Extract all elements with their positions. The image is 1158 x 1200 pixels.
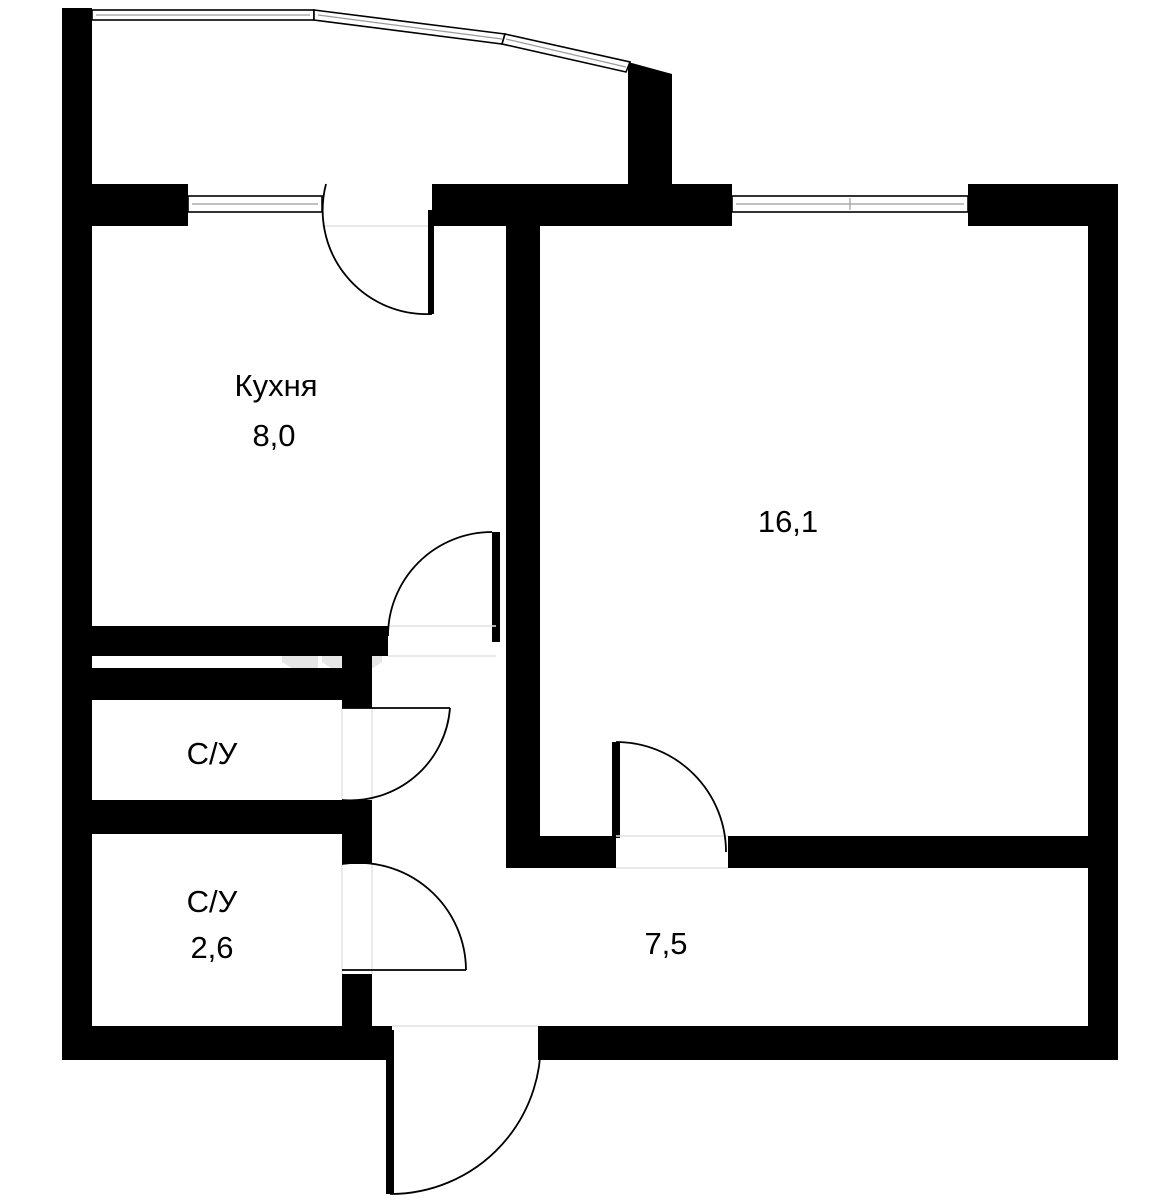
outer-right-wall (1088, 184, 1118, 1060)
balcony-left-wall (62, 8, 92, 184)
kitchen-living-partition (506, 210, 540, 658)
hallway-area-label: 7,5 (644, 926, 687, 961)
kitchen-window (187, 195, 323, 213)
bathroom-2-area-label: 2,6 (190, 930, 233, 965)
top-wall-middle (432, 184, 732, 226)
bottom-wall-right (538, 1026, 1118, 1060)
outer-left-wall (62, 184, 92, 1060)
bathroom-1-name-label: С/У (187, 736, 238, 771)
bathroom-2-name-label: С/У (187, 884, 238, 919)
windows (91, 9, 969, 213)
living-bottom-wall-left (506, 836, 616, 868)
bathroom-2-door (341, 861, 467, 974)
bath1-right-wall-top (342, 686, 372, 708)
entrance-door (386, 1025, 542, 1195)
niche-wall (62, 668, 372, 700)
bathroom-1-door (341, 707, 451, 802)
living-bottom-wall-right (728, 836, 1118, 868)
balcony-window (91, 9, 632, 73)
walls (62, 8, 1118, 1060)
bath1-bath2-right-wall (342, 800, 372, 864)
balcony-door (321, 183, 434, 315)
doors (321, 183, 728, 1195)
balcony-right-wall (628, 62, 672, 184)
kitchen-bottom-wall (62, 626, 388, 656)
kitchen-name-label: Кухня (235, 368, 318, 403)
living-room-door (615, 741, 728, 869)
kitchen-living-partition-stub (492, 532, 500, 642)
kitchen-door (387, 531, 496, 657)
living-room-window (731, 195, 969, 213)
bottom-wall-left (62, 1026, 392, 1060)
bath2-right-wall-bottom (342, 974, 372, 1060)
room-labels: Кухня 8,0 16,1 С/У С/У 2,6 7,5 (187, 368, 819, 965)
bathroom-divider-wall (62, 800, 372, 834)
living-door-jamb (612, 742, 620, 838)
living-room-area-label: 16,1 (758, 504, 818, 539)
kitchen-area-label: 8,0 (252, 418, 295, 453)
living-left-lower-wall (506, 658, 540, 868)
